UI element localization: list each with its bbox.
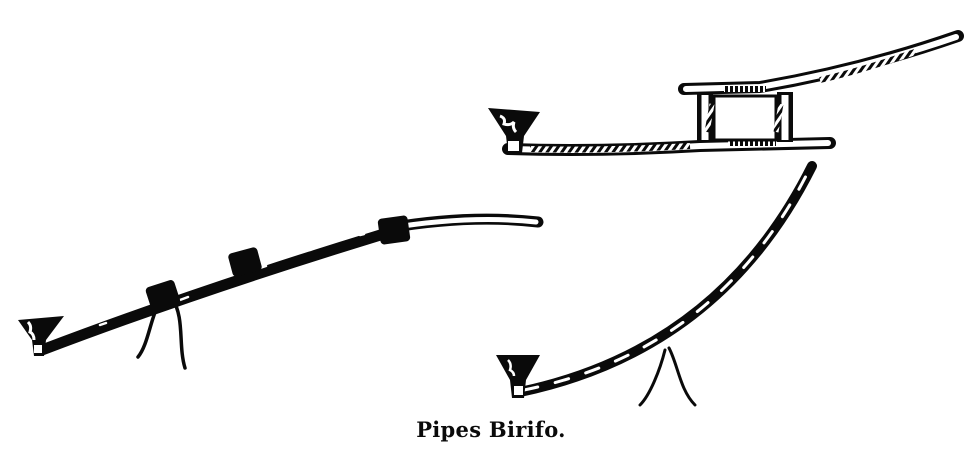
band-1 — [145, 280, 181, 312]
figure-caption: Pipes Birifo. — [416, 417, 566, 442]
bowl-icon — [496, 355, 540, 398]
pipe-double-stem — [488, 30, 964, 156]
pipe-curved — [496, 161, 817, 407]
band-3 — [377, 215, 411, 245]
band-2 — [228, 247, 262, 277]
pipe-banded-left — [18, 213, 544, 370]
